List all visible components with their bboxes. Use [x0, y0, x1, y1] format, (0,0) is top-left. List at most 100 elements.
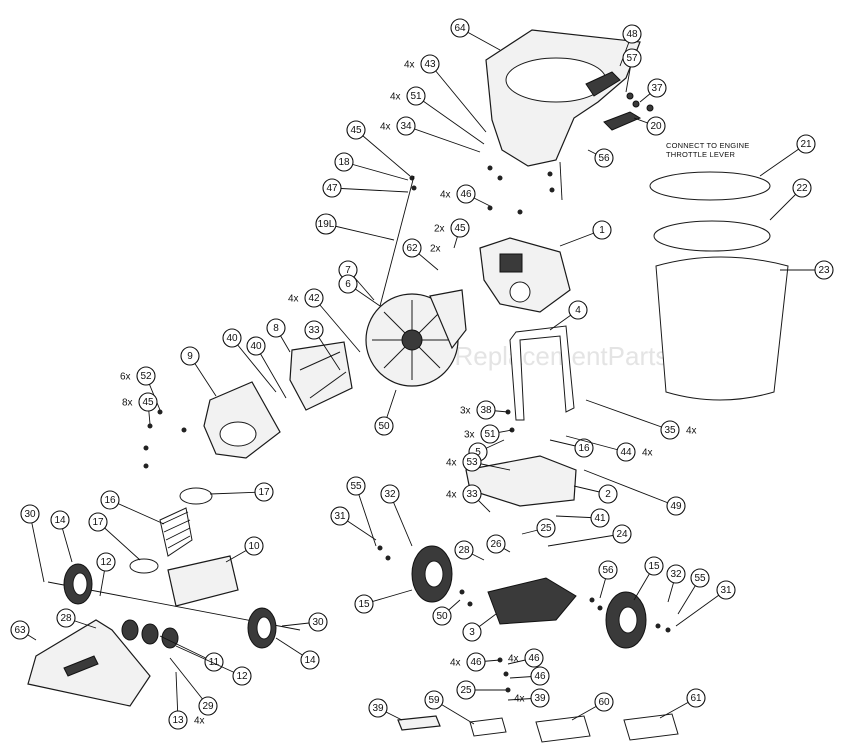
callout-qty: 4x: [390, 92, 401, 103]
callout-number: 40: [250, 341, 262, 352]
callout-number: 50: [436, 611, 448, 622]
callout-43: 43 4x: [404, 54, 487, 133]
callout-number: 6: [345, 279, 351, 290]
callout-45: 45: [346, 120, 411, 177]
callout-16: 16: [100, 490, 165, 525]
callout-14: 14: [275, 637, 320, 670]
callout-57: 57: [622, 48, 642, 93]
callout-number: 28: [60, 613, 72, 624]
callout-circle: [622, 24, 642, 44]
callout-49: 49: [583, 469, 686, 516]
callout-number: 1: [599, 225, 605, 236]
callout-1: 1: [559, 220, 612, 247]
callout-qty: 6x: [120, 372, 131, 383]
callout-31: 31: [675, 580, 736, 627]
callout-circle: [10, 620, 30, 640]
callout-19L: 19L: [315, 213, 395, 241]
callout-circle: [456, 680, 476, 700]
callout-26: 26: [486, 534, 511, 554]
callout-leader: [565, 435, 627, 453]
callout-number: 51: [484, 429, 496, 440]
callout-number: 2: [605, 489, 611, 500]
callout-number: 44: [620, 447, 632, 458]
callout-leader: [175, 645, 243, 677]
callout-32: 32: [666, 564, 686, 603]
callout-11: 11: [159, 635, 224, 672]
callout-number: 61: [690, 693, 702, 704]
callout-circle: [232, 666, 252, 686]
callout-circle: [244, 536, 264, 556]
callout-number: 52: [140, 371, 152, 382]
callout-leader: [583, 469, 677, 507]
callout-number: 8: [273, 323, 279, 334]
callout-60: 60: [571, 692, 614, 721]
callout-circle: [402, 238, 422, 258]
callout-circle: [138, 392, 158, 412]
callout-qty: 4x: [446, 458, 457, 469]
callout-circle: [592, 220, 612, 240]
callout-circle: [690, 568, 710, 588]
callout-41: 41: [555, 508, 610, 528]
callout-circle: [486, 534, 506, 554]
callout-number: 23: [818, 265, 830, 276]
callout-circle: [646, 116, 666, 136]
callout-circle: [180, 346, 200, 366]
callout-32: 32: [380, 484, 413, 547]
callout-leader: [355, 129, 411, 177]
callout-qty: 4x: [450, 658, 461, 669]
callout-circle: [792, 178, 812, 198]
callout-16: 16: [549, 438, 594, 458]
callout-33: 33: [304, 320, 341, 371]
callout-leader: [169, 657, 209, 707]
callout-number: 45: [142, 397, 154, 408]
callout-number: 38: [480, 405, 492, 416]
callout-leader: [255, 345, 287, 399]
callout-number: 17: [92, 517, 104, 528]
callout-number: 5: [475, 447, 481, 458]
callout-circle: [530, 688, 550, 708]
callout-circle: [136, 366, 156, 386]
callout-number: 64: [454, 23, 466, 34]
callout-circle: [462, 622, 482, 642]
callout-qty: 4x: [404, 60, 415, 71]
callout-circle: [88, 512, 108, 532]
callout-number: 11: [209, 657, 220, 668]
callout-number: 55: [694, 573, 706, 584]
callout-circle: [380, 484, 400, 504]
callout-number: 43: [424, 59, 436, 70]
callout-circle: [168, 710, 188, 730]
callout-circle: [530, 666, 550, 686]
callout-number: 55: [350, 481, 362, 492]
callout-circle: [480, 424, 500, 444]
callout-circle: [450, 218, 470, 238]
callout-number: 16: [578, 443, 590, 454]
callout-circle: [686, 688, 706, 708]
callout-64: 64: [450, 18, 501, 51]
callout-circle: [622, 48, 642, 68]
callout-circle: [254, 482, 274, 502]
callout-12: 12: [96, 552, 116, 597]
callout-7: 7: [338, 260, 375, 301]
callout-circle: [814, 260, 834, 280]
callout-17: 17: [88, 512, 141, 561]
callout-circle: [246, 336, 266, 356]
callout-qty: 4x: [446, 490, 457, 501]
callout-circle: [647, 78, 667, 98]
callout-number: 18: [338, 157, 350, 168]
callout-55: 55: [346, 476, 377, 547]
callout-61: 61: [659, 688, 706, 719]
callout-circle: [450, 18, 470, 38]
callout-number: 46: [534, 671, 546, 682]
callout-23: 23: [780, 260, 834, 280]
callout-leader: [159, 635, 215, 663]
callout-number: 57: [626, 53, 638, 64]
callout-25: 25: [456, 680, 506, 700]
callout-circle: [222, 328, 242, 348]
